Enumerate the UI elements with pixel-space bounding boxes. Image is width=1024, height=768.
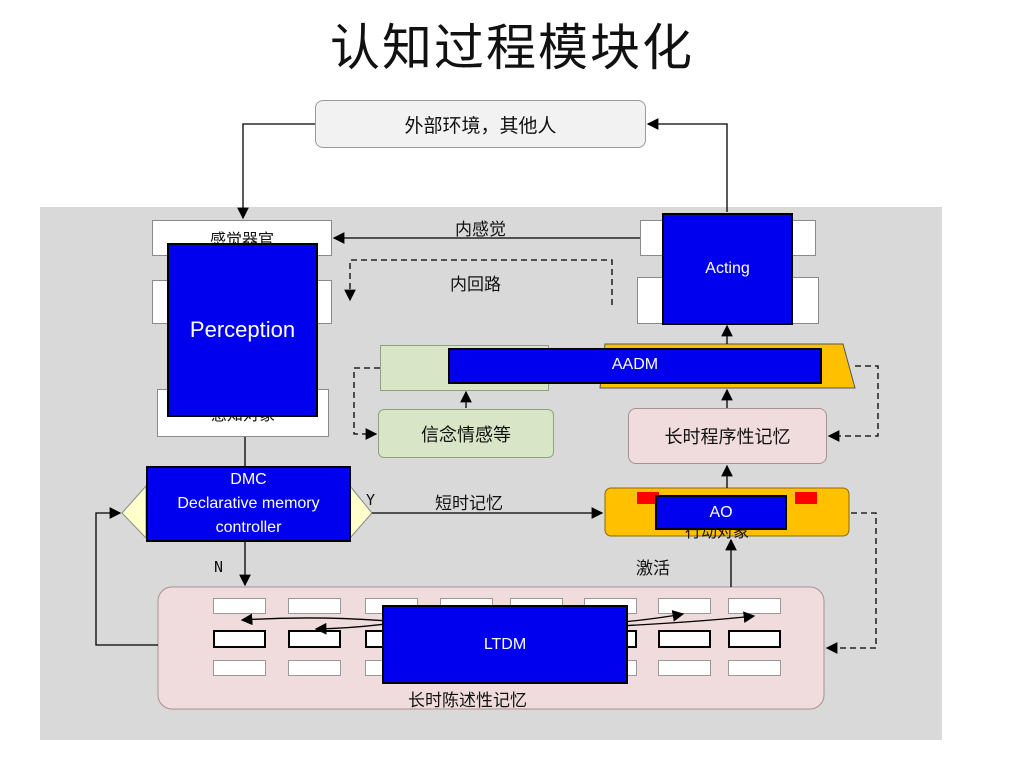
inner-loop-dashed [344,259,613,305]
arrow-acting-to-env [646,118,728,212]
memory-cell-active [213,630,266,648]
red-marker-left [637,492,659,504]
belief-loop-dashed [353,367,380,440]
memory-cell [213,598,266,614]
arrow-env-to-sensory [237,123,315,220]
ltdm-module: LTDM [382,605,628,684]
red-marker-right [795,492,817,504]
ao-module: AO [655,495,787,530]
perception-label: Perception [189,317,296,342]
memory-cell-active [658,630,711,648]
procedural-loop-dashed [827,365,879,442]
page-title: 认知过程模块化 [330,19,694,77]
inner-loop-label: 内回路 [450,275,501,295]
memory-cell [728,660,781,676]
memory-cell-active [728,630,781,648]
yes-label: Y [366,491,376,509]
belief-emotion-label: 信念情感等 [421,424,511,446]
long-term-procedural-label: 长时程序性记忆 [664,427,791,448]
aadm-module: AADM [448,348,822,384]
long-term-declarative-label: 长时陈述性记忆 [408,691,527,711]
memory-cell [288,660,341,676]
memory-cell [658,660,711,676]
memory-cell [213,660,266,676]
dmc-subtitle-line2: controller [215,519,282,536]
acting-label: Acting [705,260,750,277]
ao-to-ltdm-dashed [825,512,877,654]
dmc-title: DMC [230,471,267,488]
acting-module: Acting [662,213,793,325]
memory-retrieval-curve-left [240,613,401,626]
long-term-procedural-box: 长时程序性记忆 [628,408,827,464]
dmc-module: DMC Declarative memory controller [146,466,351,542]
inner-sense-label: 内感觉 [455,220,506,240]
external-environment-label: 外部环境，其他人 [404,114,557,137]
aadm-label: AADM [611,356,659,373]
ao-label: AO [709,503,733,521]
belief-emotion-box: 信念情感等 [378,409,554,458]
perception-module: Perception [167,243,318,417]
no-label: N [214,558,224,576]
memory-cell-active [288,630,341,648]
ltdm-label: LTDM [483,635,527,653]
arrow-ltdm-feedback [95,507,158,646]
activation-label: 激活 [636,559,670,579]
memory-cell [658,598,711,614]
dmc-subtitle-line1: Declarative memory [177,495,320,512]
short-term-memory-label: 短时记忆 [435,494,503,514]
external-environment-box: 外部环境，其他人 [315,100,646,148]
memory-cell [288,598,341,614]
